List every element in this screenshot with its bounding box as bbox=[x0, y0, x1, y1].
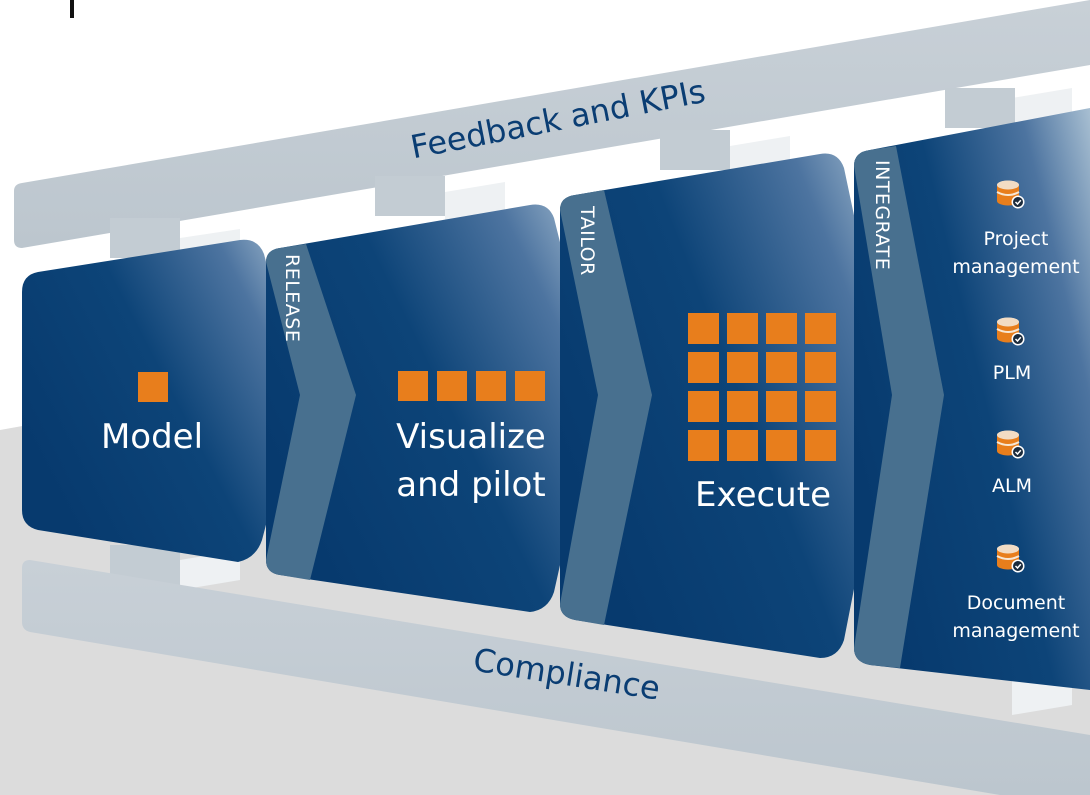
marker bbox=[70, 0, 74, 18]
system-label: Project bbox=[983, 228, 1048, 250]
model-square bbox=[138, 372, 168, 402]
integrate-strip bbox=[854, 146, 944, 668]
execute-square bbox=[688, 352, 719, 383]
system-label: management bbox=[952, 256, 1079, 278]
execute-square bbox=[805, 391, 836, 422]
execute-square bbox=[766, 391, 797, 422]
release-label: RELEASE bbox=[281, 254, 303, 342]
execute-squares bbox=[688, 313, 836, 461]
system-label: ALM bbox=[992, 475, 1032, 497]
execute-square bbox=[805, 430, 836, 461]
execute-square bbox=[727, 430, 758, 461]
visualize-squares bbox=[398, 371, 545, 401]
tailor-strip bbox=[560, 190, 652, 625]
execute-square bbox=[805, 352, 836, 383]
system-label: PLM bbox=[993, 362, 1031, 384]
execute-square bbox=[805, 313, 836, 344]
execute-square bbox=[727, 313, 758, 344]
release-strip bbox=[266, 244, 356, 580]
visualize-label-line1: Visualize bbox=[396, 417, 546, 457]
execute-square bbox=[688, 430, 719, 461]
execute-square bbox=[727, 352, 758, 383]
execute-square bbox=[727, 391, 758, 422]
execute-square bbox=[766, 352, 797, 383]
execute-square bbox=[688, 313, 719, 344]
compliance-band bbox=[22, 560, 1090, 795]
system-label: management bbox=[952, 620, 1079, 642]
panel-visualize bbox=[266, 204, 598, 613]
visualize-label-line2: and pilot bbox=[396, 465, 545, 505]
execute-square bbox=[766, 430, 797, 461]
tailor-label: TAILOR bbox=[576, 205, 598, 276]
execute-square bbox=[766, 313, 797, 344]
execute-label: Execute bbox=[695, 475, 831, 515]
system-label: Document bbox=[967, 592, 1065, 614]
execute-square bbox=[688, 391, 719, 422]
model-label: Model bbox=[101, 417, 203, 457]
panel-execute bbox=[560, 153, 892, 659]
feedback-band bbox=[14, 0, 1090, 248]
integrate-label: INTEGRATE bbox=[871, 160, 893, 270]
